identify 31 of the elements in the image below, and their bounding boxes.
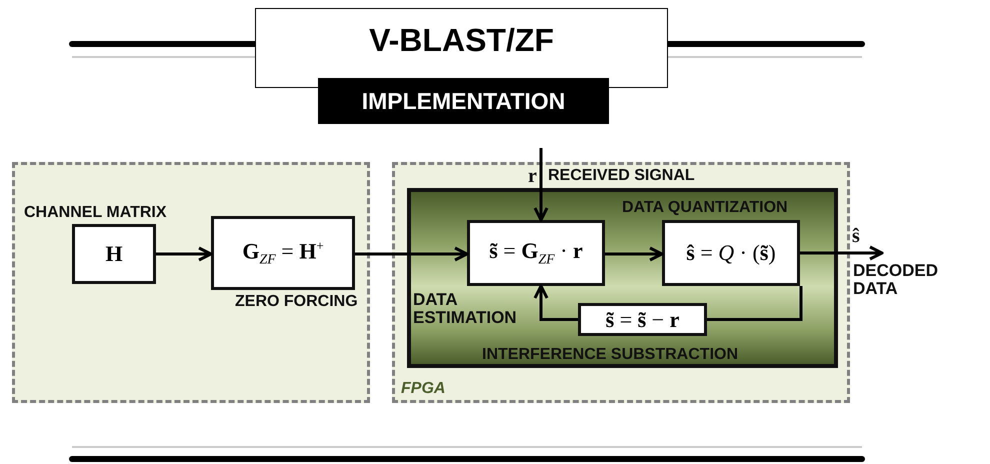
arrow xyxy=(355,246,468,262)
formula: H xyxy=(105,241,123,267)
process-box xyxy=(662,220,800,286)
edge-label: ŝ xyxy=(852,226,860,247)
arrow xyxy=(605,246,664,262)
edge-label: r xyxy=(528,166,537,187)
subtitle-banner: IMPLEMENTATION xyxy=(318,78,609,124)
process-box xyxy=(467,220,605,286)
formula: s̃ = G$_{ZF}$ · r xyxy=(489,238,583,268)
process-box xyxy=(72,224,156,284)
block-label: ZERO FORCING xyxy=(235,294,358,311)
block-label: DATA ESTIMATION xyxy=(413,291,518,327)
formula: s̃ = s̃ − r xyxy=(606,306,680,332)
process-box xyxy=(578,303,707,336)
arrow xyxy=(156,246,212,262)
dashed-panel xyxy=(12,162,370,403)
output-label: DECODED DATA xyxy=(853,260,940,298)
formula: ŝ = Q · (s̃) xyxy=(686,240,776,266)
processing-block xyxy=(407,188,838,368)
panel-label: FPGA xyxy=(401,380,446,398)
block-label: DATA QUANTIZATION xyxy=(622,200,788,217)
arrow xyxy=(800,246,884,260)
title: V-BLAST/ZF xyxy=(368,22,555,59)
arrow xyxy=(534,284,578,321)
process-box xyxy=(211,216,355,290)
dashed-panel xyxy=(392,162,850,403)
signal-label: RECEIVED SIGNAL xyxy=(548,168,695,185)
block-label: CHANNEL MATRIX xyxy=(24,205,167,222)
formula: G$_{ZF}$ = H$^{+}$ xyxy=(242,238,324,268)
block-label: INTERFERENCE SUBSTRACTION xyxy=(482,347,738,364)
arrow xyxy=(534,148,548,222)
